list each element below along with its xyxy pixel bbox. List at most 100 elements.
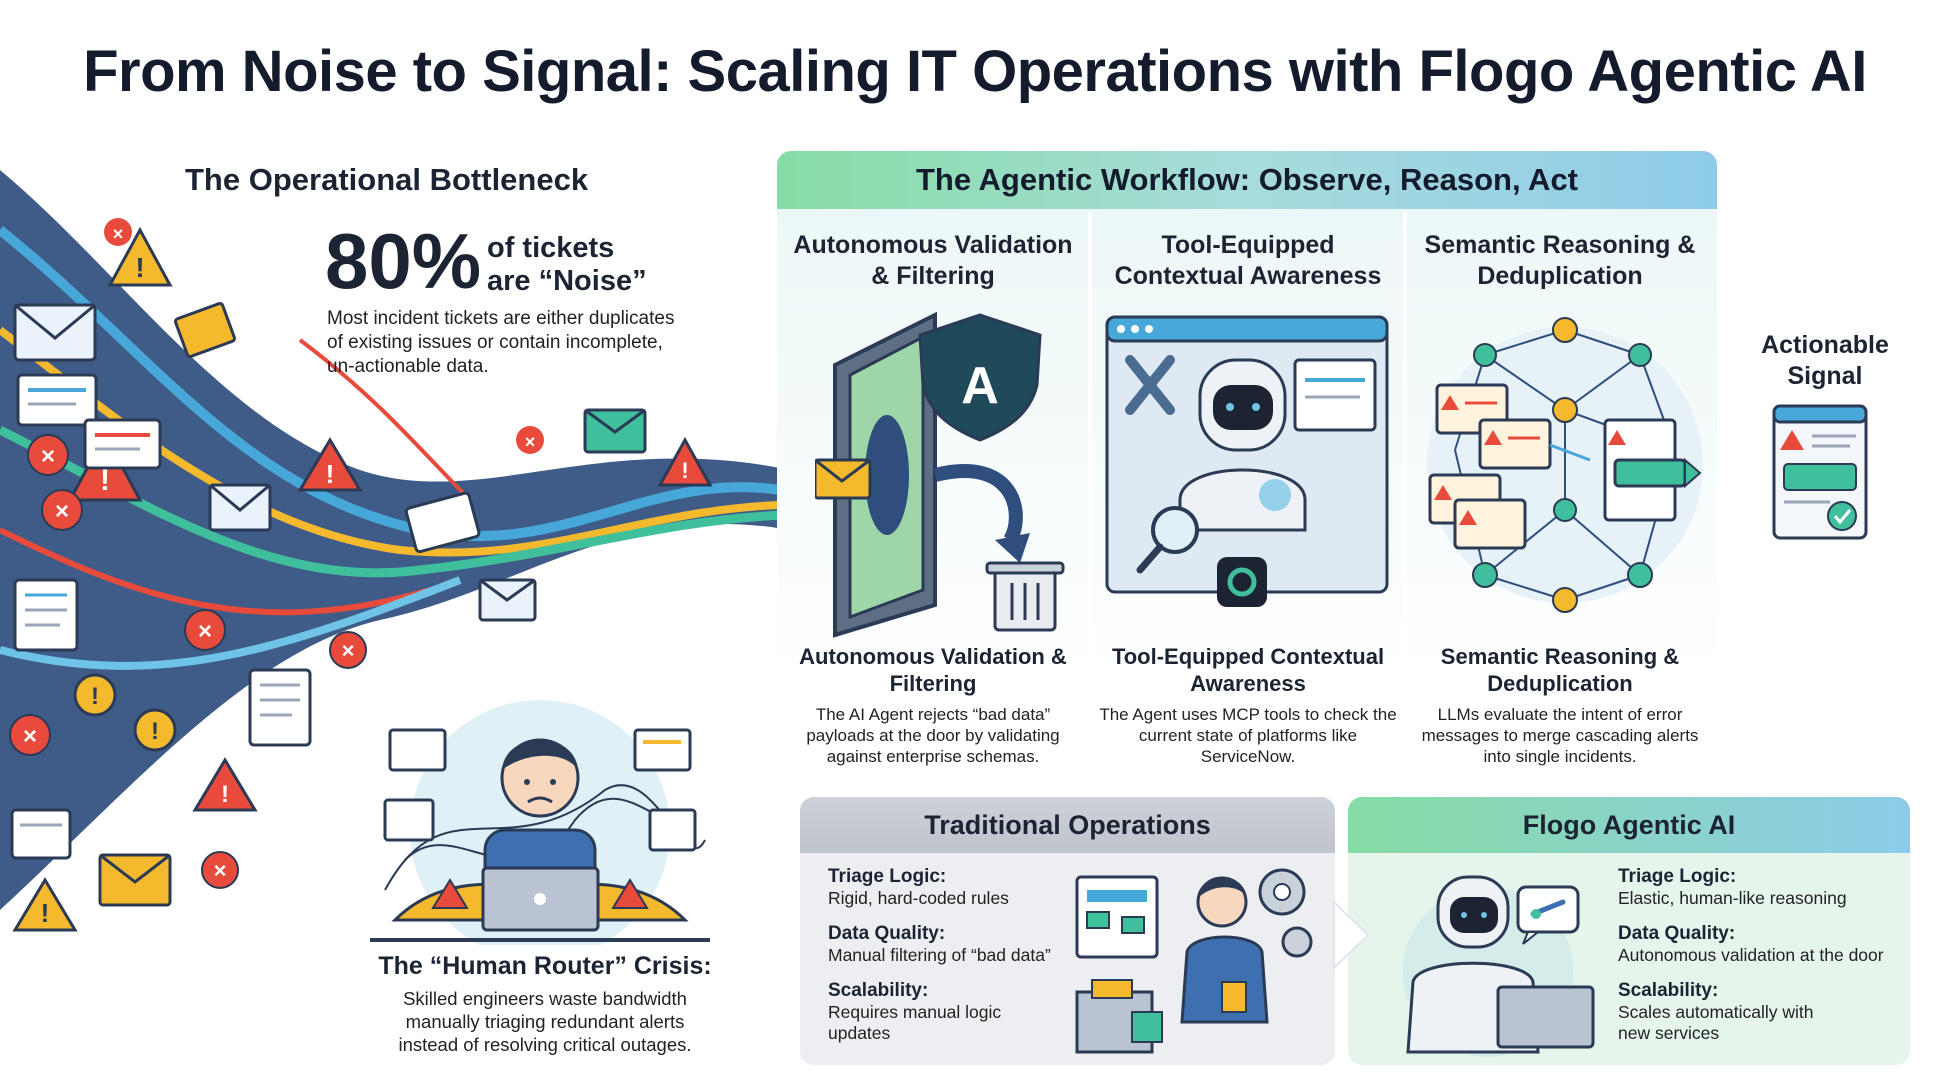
svg-text:×: × bbox=[55, 498, 69, 525]
envelope-icon bbox=[815, 458, 872, 500]
row-value: Rigid, hard-coded rules bbox=[828, 888, 1009, 908]
row-value: Manual filtering of “bad data” bbox=[828, 945, 1051, 965]
alert-card bbox=[1478, 418, 1552, 470]
envelope-icon bbox=[583, 408, 647, 454]
envelope-icon bbox=[208, 483, 272, 532]
context-illustration bbox=[1105, 315, 1389, 607]
envelope-icon bbox=[174, 302, 236, 358]
warning-icon: ! bbox=[73, 673, 117, 717]
robot-icon bbox=[1178, 358, 1307, 532]
row-value: Scales automatically with new services bbox=[1618, 1002, 1814, 1043]
row-label: Triage Logic: bbox=[1618, 866, 1737, 887]
error-x-icon: × bbox=[201, 851, 239, 889]
wrench-icon bbox=[1530, 899, 1566, 919]
crisis-description: Skilled engineers waste bandwidth manual… bbox=[398, 988, 692, 1055]
column-subtitle-context: Tool-Equipped Contextual Awareness bbox=[1111, 644, 1385, 696]
row-label: Scalability: bbox=[1618, 980, 1719, 1001]
warning-icon: ! bbox=[657, 436, 713, 487]
column-desc-context: The Agent uses MCP tools to check the cu… bbox=[1099, 705, 1397, 766]
wrench-icon bbox=[1125, 355, 1175, 415]
stat-caption-line: of tickets bbox=[487, 232, 615, 264]
warning-icon: ! bbox=[12, 877, 78, 932]
column-desc-validation: The AI Agent rejects “bad data” payloads… bbox=[806, 705, 1060, 766]
svg-text:!: ! bbox=[135, 252, 144, 283]
envelope-icon bbox=[98, 853, 172, 907]
column-title-context: Tool-Equipped Contextual Awareness bbox=[1114, 231, 1382, 290]
noise-stream-illustration: ! ! ! ! ! ! × × × × × × × × ! ! bbox=[0, 170, 790, 932]
document-icon bbox=[10, 808, 72, 860]
row-value: Requires manual logic updates bbox=[828, 1002, 1002, 1043]
trash-bin-icon bbox=[985, 561, 1065, 632]
row-label: Scalability: bbox=[828, 980, 929, 1001]
warning-icon bbox=[431, 878, 469, 909]
magnifier-icon bbox=[1136, 506, 1199, 574]
column-divider bbox=[1403, 212, 1407, 772]
document-icon bbox=[16, 373, 98, 427]
column-desc-reasoning: LLMs evaluate the intent of error messag… bbox=[1421, 705, 1699, 766]
svg-text:!: ! bbox=[221, 781, 229, 808]
flogo-rows: Triage Logic: Elastic, human-like reason… bbox=[1618, 866, 1903, 1044]
error-x-icon: × bbox=[516, 426, 544, 454]
stat-number: 80% bbox=[325, 217, 482, 305]
document-icon bbox=[83, 418, 162, 470]
warning-icon bbox=[1780, 430, 1804, 450]
svg-text:A: A bbox=[961, 357, 999, 415]
svg-text:×: × bbox=[23, 723, 37, 750]
document-icon bbox=[633, 728, 692, 772]
error-x-icon: × bbox=[27, 434, 69, 476]
portal-icon bbox=[833, 311, 937, 638]
svg-text:!: ! bbox=[326, 459, 335, 489]
shield-a-icon: A bbox=[918, 313, 1042, 442]
error-x-icon: × bbox=[329, 631, 367, 669]
stat-caption-line: are “Noise” bbox=[487, 265, 647, 297]
flogo-illustration bbox=[1403, 875, 1595, 1057]
stat-description: Most incident tickets are either duplica… bbox=[327, 308, 675, 377]
envelope-icon bbox=[13, 303, 97, 362]
error-x-icon: × bbox=[41, 489, 83, 531]
svg-text:!: ! bbox=[91, 683, 99, 710]
column-title-reasoning: Semantic Reasoning & Deduplication bbox=[1424, 231, 1696, 290]
row-value: Elastic, human-like reasoning bbox=[1618, 888, 1847, 908]
document-icon bbox=[404, 491, 481, 554]
svg-text:×: × bbox=[198, 618, 212, 645]
reasoning-illustration bbox=[1427, 317, 1703, 613]
document-icon bbox=[248, 668, 312, 747]
row-label: Triage Logic: bbox=[828, 866, 947, 887]
traditional-header: Traditional Operations bbox=[800, 797, 1335, 853]
row-value: Autonomous validation at the door bbox=[1618, 945, 1884, 965]
stat-caption: of tickets are “Noise” bbox=[487, 232, 647, 298]
svg-text:×: × bbox=[113, 224, 124, 244]
gear-icon bbox=[1258, 868, 1306, 916]
svg-text:×: × bbox=[214, 858, 227, 883]
warning-icon: ! bbox=[133, 708, 177, 752]
svg-text:×: × bbox=[342, 638, 355, 663]
row-label: Data Quality: bbox=[1618, 923, 1736, 944]
error-x-icon: × bbox=[9, 714, 51, 756]
document-icon bbox=[388, 728, 447, 772]
gear-icon bbox=[1281, 926, 1313, 958]
column-subtitle-reasoning: Semantic Reasoning & Deduplication bbox=[1440, 644, 1680, 696]
traditional-illustration bbox=[1075, 868, 1313, 1054]
envelope-icon bbox=[478, 578, 537, 622]
column-title-validation: Autonomous Validation & Filtering bbox=[793, 231, 1073, 290]
laptop-icon bbox=[481, 866, 600, 932]
validation-illustration: A bbox=[815, 311, 1065, 638]
actionable-signal-title: Actionable Signal bbox=[1761, 331, 1889, 390]
warning-icon: ! bbox=[192, 757, 258, 812]
warning-icon: ! bbox=[297, 437, 363, 492]
svg-text:×: × bbox=[41, 443, 55, 470]
svg-text:!: ! bbox=[100, 464, 110, 497]
svg-text:!: ! bbox=[151, 718, 159, 745]
warning-icon bbox=[611, 878, 649, 909]
document-icon bbox=[13, 578, 79, 652]
page-title: From Noise to Signal: Scaling IT Operati… bbox=[83, 39, 1867, 104]
checkmark-icon bbox=[1827, 501, 1857, 531]
svg-text:!: ! bbox=[681, 458, 688, 483]
error-x-icon: × bbox=[104, 218, 132, 246]
svg-text:!: ! bbox=[41, 898, 50, 928]
document-icon bbox=[383, 798, 435, 842]
column-divider bbox=[1088, 212, 1092, 772]
traditional-rows: Triage Logic: Rigid, hard-coded rules Da… bbox=[828, 866, 1068, 1044]
stressed-engineer-illustration bbox=[370, 700, 710, 945]
actionable-signal-card bbox=[1772, 404, 1868, 540]
